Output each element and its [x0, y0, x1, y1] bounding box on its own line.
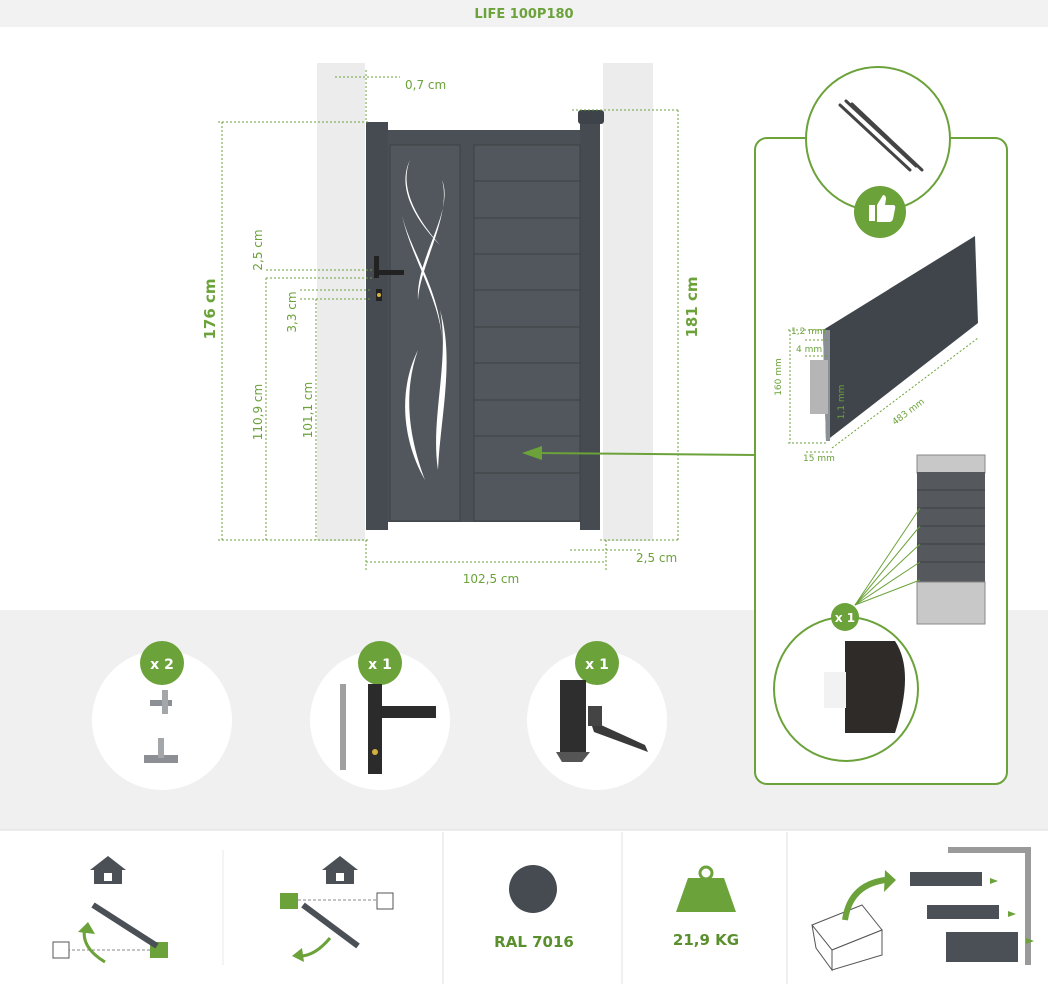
dimension-total-height-right: 181 cm	[683, 276, 701, 337]
dim-profile-height: 160 mm	[774, 358, 784, 396]
weight-icon	[676, 865, 736, 912]
left-pillar	[317, 63, 365, 541]
opening-outward-diagram	[280, 856, 394, 962]
color-swatch	[509, 865, 557, 913]
profile-cut-count: x 1	[835, 611, 855, 625]
packaging-icon	[811, 847, 1034, 972]
gate-handle	[374, 256, 379, 278]
dim-profile-thickness-top: 1,2 mm	[791, 327, 826, 337]
accessory-handle: x 1	[310, 641, 450, 790]
profile-panel	[823, 236, 978, 441]
title-bar	[0, 0, 1048, 27]
dim-profile-depth: 15 mm	[803, 454, 835, 464]
profile-detail-card: 1,2 mm 4 mm 160 mm 1,1 mm 483 mm 15 mm x…	[754, 66, 1008, 785]
color-label: RAL 7016	[494, 933, 574, 951]
dimension-total-height-left: 176 cm	[201, 278, 219, 339]
accessory-hinges: x 2	[92, 641, 232, 790]
stop-latch-icon	[556, 680, 648, 762]
opening-inward-diagram	[52, 856, 168, 964]
profile-stack	[916, 454, 986, 474]
weight-label: 21,9 KG	[673, 931, 739, 949]
dimension-post-gap: 0,7 cm	[405, 78, 446, 92]
hinge-icon	[144, 690, 178, 763]
dimension-bottom-gap: 2,5 cm	[636, 551, 677, 565]
house-icon	[90, 856, 126, 884]
gate-slats	[474, 180, 580, 474]
profile-arrow	[533, 452, 757, 456]
dim-profile-wall: 1,1 mm	[837, 385, 847, 420]
dimension-handle-offset: 2,5 cm	[251, 229, 265, 270]
dim-profile-groove: 4 mm	[796, 345, 822, 355]
accessory-stop-latch: x 1	[527, 641, 667, 790]
hinges-count: x 2	[150, 657, 174, 673]
dimension-width: 102,5 cm	[463, 572, 519, 586]
dimension-lines	[218, 70, 680, 572]
gate	[366, 110, 604, 530]
page-title: LIFE 100P180	[474, 7, 573, 22]
dimension-lock-offset: 3,3 cm	[285, 291, 299, 332]
stop-latch-count: x 1	[585, 657, 609, 673]
right-pillar	[603, 63, 653, 541]
gate-cutout-waves	[402, 160, 447, 480]
dimension-handle-height: 110,9 cm	[251, 384, 265, 440]
handle-count: x 1	[368, 657, 392, 673]
house-icon	[322, 856, 358, 884]
handle-icon	[340, 684, 436, 774]
dimension-lock-height: 101,1 cm	[301, 382, 315, 438]
